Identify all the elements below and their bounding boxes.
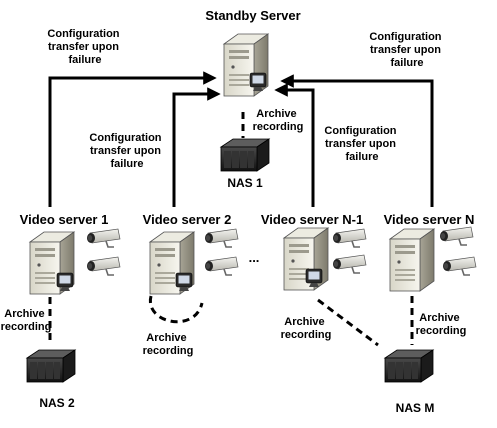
- label-line: Archive: [256, 108, 296, 120]
- archive-link-vsn1: [317, 298, 379, 347]
- label-line: transfer upon: [370, 44, 441, 56]
- label-line: Archive: [284, 316, 324, 328]
- standby-server-title: Standby Server: [205, 8, 300, 23]
- label-line: Archive: [146, 332, 186, 344]
- label-line: Configuration: [47, 28, 119, 40]
- config-label-mid-right: Configuration transfer upon failure: [324, 125, 399, 163]
- video-server-n-icon: [389, 228, 435, 292]
- label-line: recording: [253, 121, 304, 133]
- camera-icon: [332, 254, 367, 274]
- label-line: transfer upon: [48, 41, 119, 53]
- label-line: Configuration: [89, 132, 161, 144]
- camera-icon: [86, 256, 121, 276]
- failover-arrow-vsn: [280, 74, 434, 207]
- camera-icon: [204, 256, 239, 276]
- label-line: failure: [68, 54, 101, 66]
- camera-icon: [332, 228, 367, 248]
- nas-2-label: NAS 2: [39, 396, 75, 410]
- label-line: Archive: [419, 312, 459, 324]
- video-server-2-title: Video server 2: [143, 212, 232, 227]
- failover-arrow-vs1: [48, 71, 217, 207]
- failover-arrow-vsn1: [274, 83, 315, 207]
- nas-1-icon: [220, 138, 270, 172]
- label-line: Archive: [4, 308, 44, 320]
- config-label-right: Configuration transfer upon failure: [369, 31, 444, 69]
- vsn-archive-label: Archive recording: [416, 312, 467, 337]
- label-line: recording: [416, 325, 467, 337]
- label-line: failure: [110, 158, 143, 170]
- label-line: recording: [281, 329, 332, 341]
- camera-icon: [442, 256, 477, 276]
- label-line: recording: [143, 345, 194, 357]
- vs2-archive-label: Archive recording: [143, 332, 194, 357]
- standby-archive-label: Archive recording: [253, 108, 304, 133]
- config-label-mid-left: Configuration transfer upon failure: [89, 132, 164, 170]
- video-server-n1-title: Video server N-1: [261, 212, 363, 227]
- label-line: Configuration: [324, 125, 396, 137]
- label-line: transfer upon: [325, 138, 396, 150]
- nas-m-label: NAS M: [396, 401, 435, 415]
- vsn1-archive-label: Archive recording: [281, 316, 332, 341]
- camera-icon: [86, 228, 121, 248]
- label-line: failure: [390, 57, 423, 69]
- camera-icon: [439, 226, 474, 246]
- archive-link-vs2: [148, 295, 204, 324]
- video-server-n-title: Video server N: [384, 212, 475, 227]
- nas-m-icon: [384, 349, 434, 383]
- nas-2-icon: [26, 349, 76, 383]
- config-label-left: Configuration transfer upon failure: [47, 28, 122, 66]
- label-line: transfer upon: [90, 145, 161, 157]
- label-line: failure: [345, 151, 378, 163]
- label-line: Configuration: [369, 31, 441, 43]
- failover-arrow-vs2: [172, 87, 221, 207]
- camera-icon: [204, 228, 239, 248]
- label-line: recording: [1, 321, 52, 333]
- server-ellipsis: ...: [249, 250, 260, 265]
- nas-1-label: NAS 1: [227, 176, 263, 190]
- vs1-archive-label: Archive recording: [1, 308, 52, 333]
- video-server-1-title: Video server 1: [20, 212, 109, 227]
